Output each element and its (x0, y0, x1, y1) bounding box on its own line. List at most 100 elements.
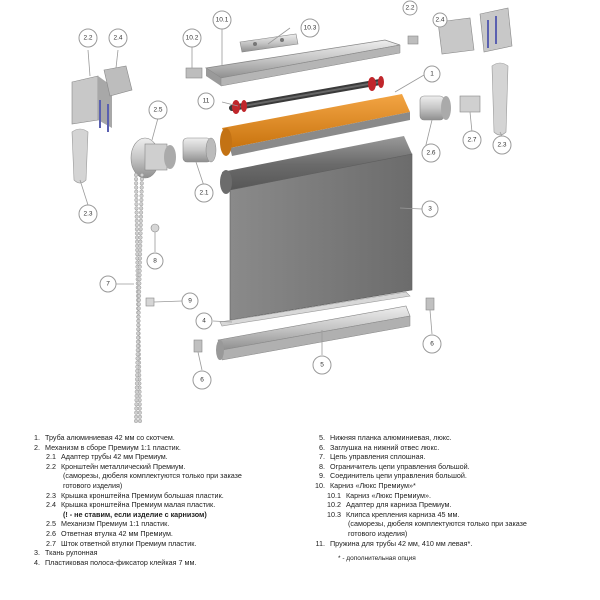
chain-bead (139, 181, 144, 186)
legend-item-text: Ответная втулка 42 мм Премиум. (61, 528, 173, 538)
legend-continuation: готового изделия) (348, 528, 408, 538)
chain-bead (136, 302, 141, 307)
legend-item-number: 6. (319, 442, 325, 452)
legend-item-text: Пластиковая полоса-фиксатор клейкая 7 мм… (45, 557, 197, 567)
legend-item-number: 3. (34, 548, 40, 558)
svg-text:2.2: 2.2 (83, 35, 92, 42)
chain-bead (138, 214, 143, 219)
legend-item-text: Нижняя планка алюминиевая, люкс. (330, 433, 452, 442)
fixation-strip-part (219, 291, 411, 327)
legend-item-number: 2.3 (46, 490, 56, 500)
chain-bead (139, 177, 144, 182)
chain-bead (136, 327, 141, 332)
chain-bead (139, 198, 144, 203)
chain-bead (136, 335, 141, 340)
chain-bead (135, 364, 140, 369)
callout-5: 5 (312, 355, 332, 375)
chain-bead (138, 235, 143, 240)
legend-continuation: (саморезы, дюбеля комплектуются только п… (63, 471, 242, 481)
legend-item-text: Соединитель цепи управления большой. (330, 471, 467, 481)
chain-bead (138, 239, 143, 244)
legend-item-text: Ограничитель цепи управления большой. (330, 461, 470, 471)
chain-bead (135, 239, 140, 244)
legend-item: 5. Нижняя планка алюминиевая, люкс. (305, 433, 595, 443)
left-bracket-part (71, 65, 133, 184)
callout-10-1: 10.1 (212, 10, 232, 30)
chain-bead (137, 256, 142, 261)
chain-bead (135, 235, 140, 240)
cornice-part (204, 39, 401, 87)
chain-bead (134, 410, 139, 415)
chain-bead (137, 289, 142, 294)
legend-item-text: Шток ответной втулки Премиум пластик. (61, 538, 197, 548)
bottom-bar-part (216, 305, 411, 361)
legend-item-text: Карниз «Люкс Премиум»* (330, 480, 416, 490)
end-plug-part (419, 95, 481, 121)
legend-item-text: Заглушка на нижний отвес люкс. (330, 442, 440, 452)
legend-item-number: 1. (34, 433, 40, 442)
chain-bead (134, 231, 139, 236)
callout-4: 4 (195, 312, 213, 330)
legend-item-text: Ткань рулонная (45, 548, 98, 558)
chain-bead (138, 227, 143, 232)
chain-bead (139, 210, 144, 215)
chain-bead (139, 206, 144, 211)
legend-item: 2.3 Крышка кронштейна Премиум большая пла… (20, 491, 310, 501)
legend-item-number: 5. (319, 433, 325, 442)
chain-bead (137, 402, 142, 407)
chain-bead (139, 172, 144, 177)
chain-bead (134, 189, 139, 194)
legend-item-number: 10.1 (327, 490, 341, 500)
chain-bead (134, 389, 139, 394)
callout-2-3-left: 2.3 (78, 204, 98, 224)
chain-bead (136, 298, 141, 303)
tube-part (220, 94, 410, 156)
legend-item-text: Механизм в сборе Премиум 1:1 пластик. (45, 442, 181, 452)
svg-text:6: 6 (430, 341, 434, 348)
chain-bead (139, 193, 144, 198)
svg-text:9: 9 (188, 298, 192, 305)
chain-bead (135, 352, 140, 357)
chain-bead (135, 343, 140, 348)
callout-6-left: 6 (192, 370, 212, 390)
right-bracket-part (437, 7, 513, 136)
legend-right: 5. Нижняя планка алюминиевая, люкс. 6. Загл… (305, 433, 595, 564)
chain-limiter-part (150, 223, 160, 233)
callout-2-7: 2.7 (462, 130, 482, 150)
callout-7: 7 (99, 275, 117, 293)
svg-text:3: 3 (428, 206, 432, 213)
legend-item-number: 10. (315, 480, 325, 490)
svg-text:2.7: 2.7 (467, 137, 476, 144)
chain-bead (133, 172, 138, 177)
chain-bead (137, 281, 142, 286)
chain-bead (134, 193, 139, 198)
spring-part (229, 76, 384, 114)
chain-bead (139, 202, 144, 207)
callout-10-3: 10.3 (300, 18, 320, 38)
legend-item-text: Крышка кронштейна Премиум большая пласти… (61, 490, 224, 500)
chain-bead (136, 331, 141, 336)
svg-text:7: 7 (106, 281, 110, 288)
svg-text:6: 6 (200, 377, 204, 384)
chain-bead (134, 185, 139, 190)
svg-text:10.2: 10.2 (186, 35, 199, 42)
svg-text:10.1: 10.1 (216, 17, 229, 24)
chain-bead (134, 402, 139, 407)
chain-bead (137, 273, 142, 278)
callout-11: 11 (197, 92, 215, 110)
chain-bead (135, 360, 140, 365)
exploded-view-diagram: 10.1 10.3 10.2 2.2 2.4 11 1 2.2 2.4 2.5 … (71, 0, 513, 424)
legend-item: 10. Карниз «Люкс Премиум»* (305, 481, 595, 491)
callout-2-4-right: 2.4 (432, 12, 448, 28)
chain-bead (138, 243, 143, 248)
chain-bead (135, 348, 140, 353)
control-chain-part (133, 172, 144, 424)
callout-10-2: 10.2 (182, 28, 202, 48)
chain-bead (136, 310, 141, 315)
callout-3: 3 (421, 200, 439, 218)
fabric-roll-part (220, 136, 413, 321)
legend-item-text: Цепь управления сплошная. (330, 452, 426, 462)
